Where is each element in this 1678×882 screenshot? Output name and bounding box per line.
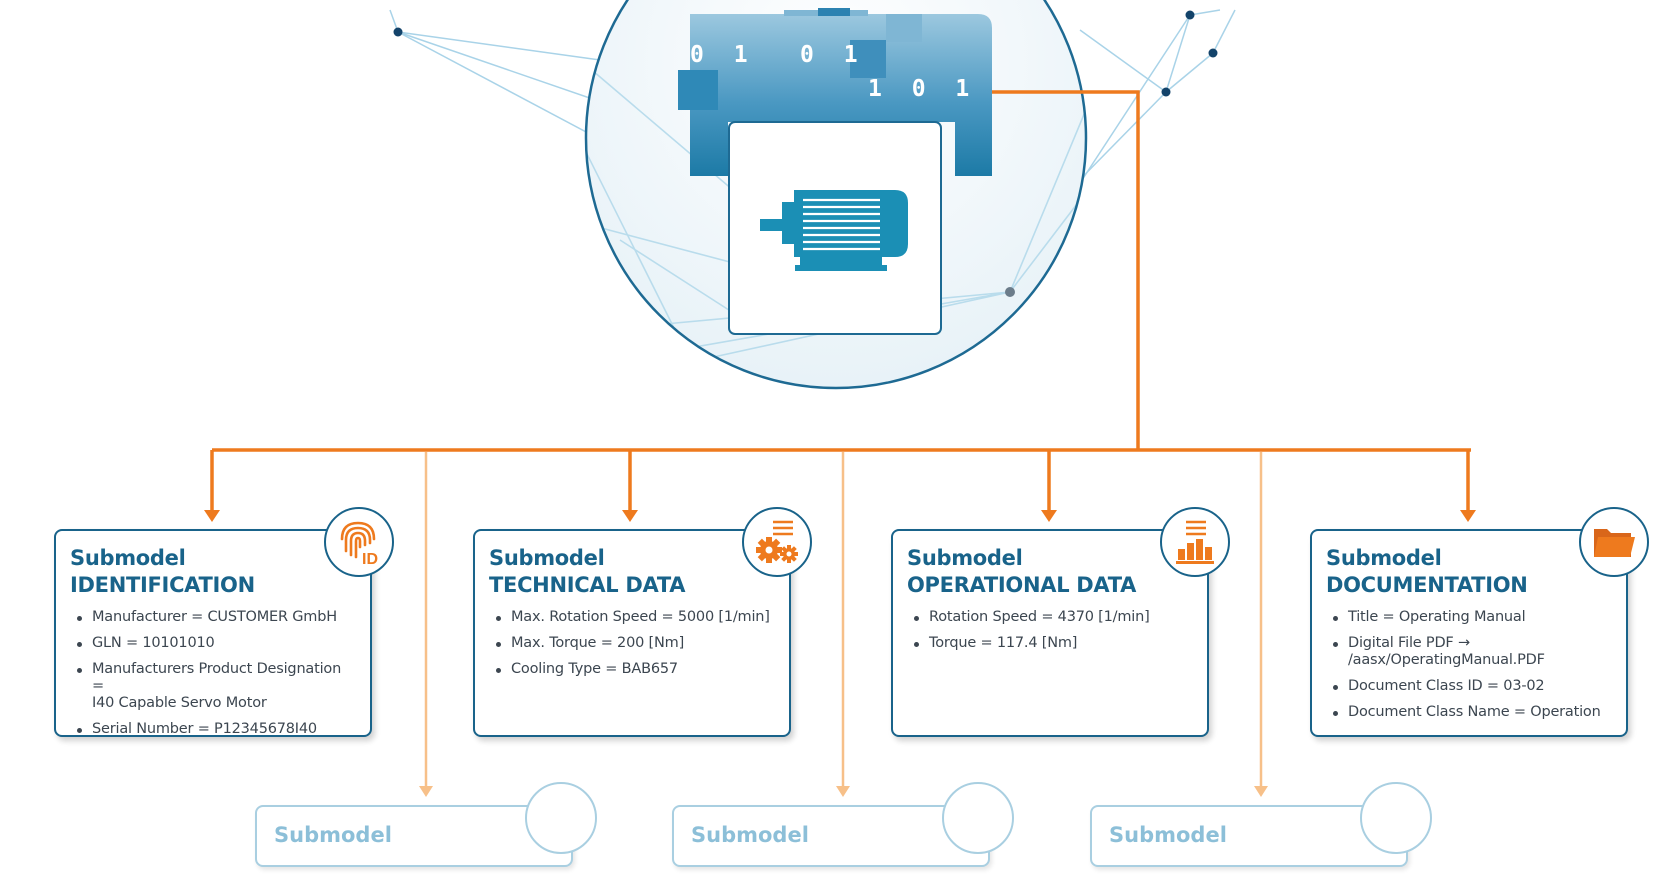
card-title-line1: Submodel <box>489 546 605 570</box>
folder-icon <box>1579 507 1649 577</box>
property-item: Manufacturers Product Designation =I40 C… <box>76 661 356 712</box>
asset-shell <box>678 8 992 176</box>
placeholder-label: Submodel <box>691 823 809 847</box>
magnifier-ring <box>584 0 1088 390</box>
card-title-line2: IDENTIFICATION <box>70 573 255 597</box>
placeholder-label: Submodel <box>1109 823 1227 847</box>
property-list: Title = Operating Manual Digital File PD… <box>1326 609 1612 721</box>
submodel-card-documentation: Submodel DOCUMENTATION Title = Operating… <box>1310 529 1628 737</box>
main-connectors <box>210 90 1471 514</box>
property-item: Title = Operating Manual <box>1332 609 1612 626</box>
placeholder-badge <box>525 782 597 854</box>
secondary-connectors <box>424 452 1263 788</box>
card-title-line2: TECHNICAL DATA <box>489 573 686 597</box>
placeholder-badge <box>942 782 1014 854</box>
bar-chart-icon <box>1160 507 1230 577</box>
card-title-line2: DOCUMENTATION <box>1326 573 1528 597</box>
svg-text:ID: ID <box>362 551 378 567</box>
placeholder-badge <box>1360 782 1432 854</box>
binary-text-2: 0 1 <box>800 42 866 68</box>
submodel-card-identification: Submodel IDENTIFICATION Manufacturer = C… <box>54 529 372 737</box>
property-item: GLN = 10101010 <box>76 635 356 652</box>
placeholder-submodel-3: Submodel <box>1090 805 1408 867</box>
property-item: Serial Number = P12345678I40 <box>76 721 356 738</box>
binary-text-1: 0 1 <box>690 42 756 68</box>
submodel-card-operational-data: Submodel OPERATIONAL DATA Rotation Speed… <box>891 529 1209 737</box>
property-item: Torque = 117.4 [Nm] <box>913 635 1193 652</box>
property-item: Document Class ID = 03-02 <box>1332 678 1612 695</box>
card-title-line1: Submodel <box>907 546 1023 570</box>
card-title-line1: Submodel <box>70 546 186 570</box>
property-list: Rotation Speed = 4370 [1/min] Torque = 1… <box>907 609 1193 652</box>
card-title-line2: OPERATIONAL DATA <box>907 573 1137 597</box>
card-title-line1: Submodel <box>1326 546 1442 570</box>
fingerprint-id-icon: ID <box>324 507 394 577</box>
motor-fins <box>803 198 880 251</box>
property-item: Max. Torque = 200 [Nm] <box>495 635 775 652</box>
binary-text-3: 1 0 1 <box>868 76 978 102</box>
placeholder-label: Submodel <box>274 823 392 847</box>
gears-icon <box>742 507 812 577</box>
submodel-card-technical-data: Submodel TECHNICAL DATA Max. Rotation Sp… <box>473 529 791 737</box>
property-item: Manufacturer = CUSTOMER GmbH <box>76 609 356 626</box>
property-item: Cooling Type = BAB657 <box>495 661 775 678</box>
placeholder-submodel-2: Submodel <box>672 805 990 867</box>
property-list: Manufacturer = CUSTOMER GmbH GLN = 10101… <box>70 609 356 738</box>
property-item: Rotation Speed = 4370 [1/min] <box>913 609 1193 626</box>
network-nodes <box>393 10 1218 97</box>
lens-node <box>1005 287 1015 297</box>
property-list: Max. Rotation Speed = 5000 [1/min] Max. … <box>489 609 775 678</box>
property-item: Document Class Name = Operation <box>1332 704 1612 721</box>
placeholder-submodel-1: Submodel <box>255 805 573 867</box>
property-item: Digital File PDF →/aasx/OperatingManual.… <box>1332 635 1612 669</box>
secondary-arrowheads <box>419 786 1268 797</box>
property-item: Max. Rotation Speed = 5000 [1/min] <box>495 609 775 626</box>
main-arrowheads <box>204 510 1476 522</box>
